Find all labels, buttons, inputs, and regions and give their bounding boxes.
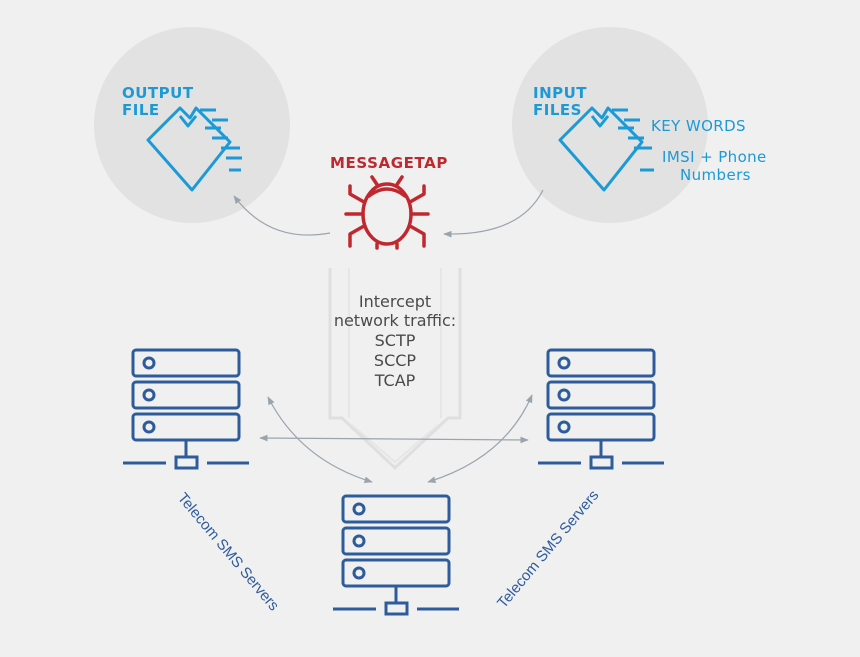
- arrow-to-output: [233, 195, 331, 236]
- keyword-label: KEY WORDS: [651, 117, 746, 135]
- protocol-sccp: SCCP: [374, 351, 417, 370]
- imsi-label-line2: Numbers: [680, 166, 751, 184]
- intercept-text: Intercept network traffic: SCTP SCCP TCA…: [334, 292, 456, 390]
- left-servers-label: Telecom SMS Servers: [174, 490, 282, 615]
- input-label-line2: FILES: [533, 101, 582, 119]
- protocol-sctp: SCTP: [375, 331, 416, 350]
- output-document-icon: [146, 106, 242, 192]
- messagetap-title: MESSAGETAP: [330, 154, 448, 172]
- server-icon-right: [538, 348, 664, 470]
- arrow-left-right: [259, 434, 529, 444]
- input-label-line1: INPUT: [533, 84, 587, 102]
- bug-icon: [344, 175, 430, 250]
- arrow-from-input: [443, 189, 544, 238]
- intercept-line1: Intercept: [359, 292, 431, 311]
- input-circle: [512, 27, 708, 223]
- server-icon-left: [123, 348, 249, 470]
- imsi-label-line1: IMSI + Phone: [662, 148, 767, 166]
- intercept-line2: network traffic:: [334, 311, 456, 330]
- arrow-left-center: [267, 396, 373, 484]
- output-circle: [94, 27, 290, 223]
- right-servers-label: Telecom SMS Servers: [494, 487, 602, 612]
- output-label-line2: FILE: [122, 101, 160, 119]
- protocol-tcap: TCAP: [374, 371, 416, 390]
- server-icon-center: [333, 494, 459, 616]
- arrow-right-center: [427, 394, 533, 483]
- input-document-icon: [558, 106, 654, 192]
- output-label-line1: OUTPUT: [122, 84, 194, 102]
